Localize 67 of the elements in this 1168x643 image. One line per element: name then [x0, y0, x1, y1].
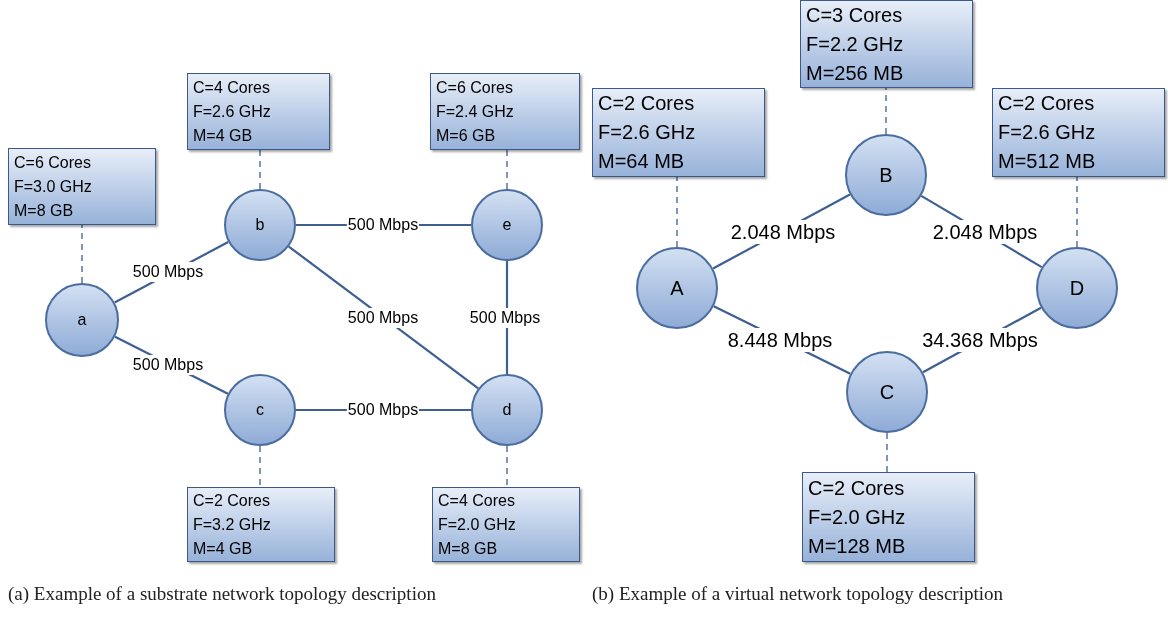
resource-box	[992, 88, 1165, 177]
resource-spec: C=6 Cores	[436, 77, 514, 98]
resource-box	[592, 88, 765, 177]
resource-spec: C=2 Cores	[808, 475, 906, 501]
node-name: B	[879, 162, 893, 188]
resource-box	[432, 487, 580, 562]
resource-spec: F=3.0 GHz	[14, 176, 93, 197]
resource-spec: M=256 MB	[806, 60, 905, 86]
node-name: A	[670, 275, 684, 301]
resource-box	[187, 73, 330, 150]
resource-spec: F=2.2 GHz	[806, 31, 905, 57]
bandwidth-label: 500 Mbps	[346, 400, 420, 420]
bandwidth-label: 500 Mbps	[468, 308, 542, 328]
resource-spec: M=8 GB	[438, 538, 499, 559]
resource-spec: C=2 Cores	[193, 490, 271, 511]
resource-spec: F=2.6 GHz	[998, 120, 1097, 145]
subfigure-caption: (b) Example of a virtual network topology description	[592, 582, 1005, 606]
node-name: c	[256, 400, 264, 420]
node-name: D	[1069, 275, 1085, 301]
node-name: b	[255, 215, 265, 235]
resource-box	[187, 487, 335, 562]
dashed-connector	[676, 176, 678, 248]
dashed-connector	[885, 87, 887, 135]
bandwidth-label: 500 Mbps	[131, 355, 205, 375]
link-line	[288, 245, 479, 390]
resource-spec: M=512 MB	[998, 149, 1097, 174]
resource-spec: M=8 GB	[14, 200, 75, 221]
resource-spec: C=2 Cores	[598, 91, 696, 116]
resource-spec: F=2.6 GHz	[193, 101, 272, 122]
node-name: a	[77, 310, 87, 330]
resource-spec: C=2 Cores	[998, 91, 1096, 116]
dashed-connector	[81, 224, 83, 284]
resource-spec: F=2.4 GHz	[436, 101, 515, 122]
resource-spec: F=2.0 GHz	[808, 504, 907, 530]
subfigure-caption: (a) Example of a substrate network topology description	[8, 582, 437, 606]
resource-spec: M=6 GB	[436, 125, 497, 146]
resource-spec: C=6 Cores	[14, 152, 92, 173]
dashed-connector	[1076, 176, 1078, 248]
resource-spec: C=4 Cores	[193, 77, 271, 98]
dashed-connector	[259, 445, 261, 488]
bandwidth-label: 34.368 Mbps	[921, 328, 1039, 352]
bandwidth-label: 2.048 Mbps	[931, 220, 1039, 244]
resource-spec: M=4 GB	[193, 538, 254, 559]
resource-box	[430, 73, 580, 150]
node-name: C	[879, 379, 895, 405]
resource-spec: F=2.0 GHz	[438, 514, 517, 535]
bandwidth-label: 500 Mbps	[131, 262, 205, 282]
resource-box	[8, 148, 156, 225]
resource-box	[802, 472, 975, 562]
resource-spec: M=4 GB	[193, 125, 254, 146]
resource-spec: C=4 Cores	[438, 490, 516, 511]
node-name: e	[502, 215, 512, 235]
resource-spec: M=64 MB	[598, 149, 686, 174]
dashed-connector	[259, 149, 261, 190]
resource-box	[800, 0, 973, 88]
dashed-connector	[506, 445, 508, 488]
resource-spec: F=2.6 GHz	[598, 120, 697, 145]
resource-spec: C=3 Cores	[806, 2, 904, 28]
resource-spec: F=3.2 GHz	[193, 514, 272, 535]
dashed-connector	[506, 149, 508, 190]
node-name: d	[502, 400, 512, 420]
dashed-connector	[886, 432, 888, 473]
bandwidth-label: 8.448 Mbps	[726, 328, 834, 352]
bandwidth-label: 500 Mbps	[346, 215, 420, 235]
bandwidth-label: 2.048 Mbps	[729, 220, 837, 244]
bandwidth-label: 500 Mbps	[346, 308, 420, 328]
resource-spec: M=128 MB	[808, 533, 907, 559]
